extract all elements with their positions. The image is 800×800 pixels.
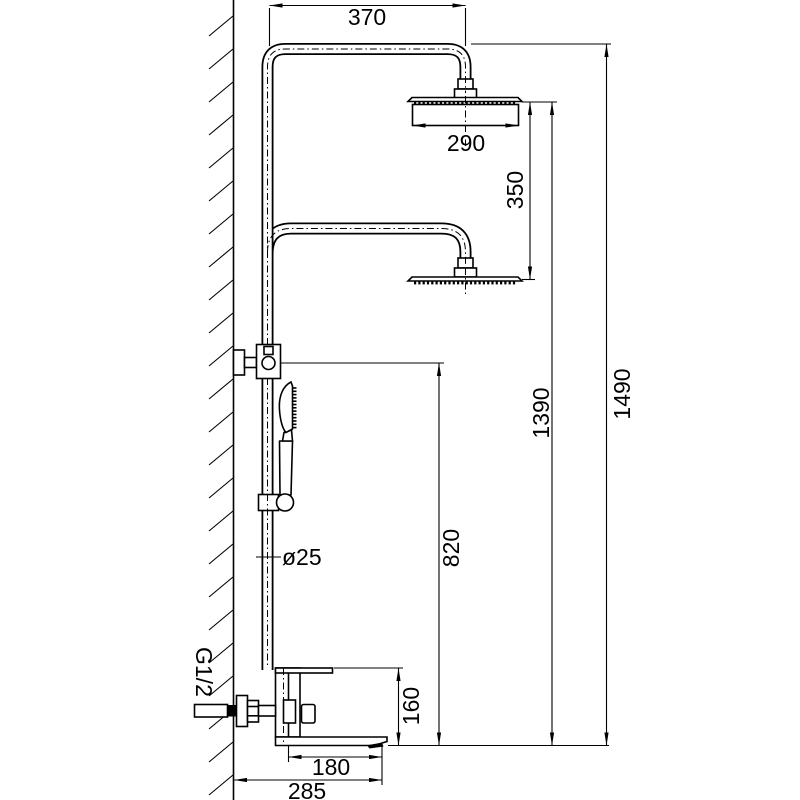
mixer-cartridge: [282, 699, 297, 724]
mixer-handle: [300, 703, 316, 724]
lower-shower-arm: [261, 222, 472, 260]
hand-shower-spray-face: [292, 387, 297, 429]
spout-aerator: [367, 742, 384, 749]
g12-wall-inlet: [193, 694, 277, 728]
dimension-label-160: 160: [398, 687, 424, 725]
dimension-290: 290: [412, 123, 519, 156]
dimension-pipe-diameter: ø25: [256, 544, 322, 570]
main-centerline: [267, 48, 466, 345]
dimension-label-diameter: ø25: [282, 544, 322, 570]
hand-shower-handle: [278, 440, 294, 496]
inlet-nipple: [193, 703, 229, 718]
slider-holder: [257, 493, 280, 512]
dimension-370: 370: [268, 3, 467, 46]
dimension-160: 160: [334, 667, 424, 746]
dimension-label-290: 290: [447, 130, 485, 156]
diverter-dial: [261, 355, 276, 371]
lower-head-nozzle-teeth: [414, 281, 516, 285]
tub-spout: [274, 736, 388, 747]
bracket-arm: [243, 356, 258, 369]
dimension-285: 285: [234, 777, 382, 800]
dimension-350: 350: [502, 101, 557, 281]
mixer-faucet: [193, 667, 388, 749]
slider-holder-knob: [275, 493, 295, 512]
dimension-820: 820: [281, 362, 464, 746]
bracket-wall-flange: [232, 349, 246, 376]
dimension-label-370: 370: [348, 4, 386, 30]
lower-arm-centerline: [267, 228, 466, 264]
inlet-seal: [227, 705, 238, 717]
dimension-label-180: 180: [312, 754, 350, 780]
dimension-label-1490: 1490: [609, 368, 635, 419]
dimension-label-1390: 1390: [528, 387, 554, 438]
dimension-label-285: 285: [288, 778, 326, 800]
inlet-escutcheon: [235, 694, 249, 728]
hand-shower: [257, 380, 297, 512]
upper-head-nozzle-teeth: [414, 101, 516, 105]
riser-column-and-upper-arm: [261, 43, 472, 670]
dimension-label-g12: G1/2: [191, 647, 217, 697]
inlet-pipe: [257, 704, 277, 717]
dimension-1490: 1490: [471, 43, 635, 746]
dimension-label-350: 350: [502, 171, 528, 209]
mixer-top-cap: [274, 667, 334, 674]
dimension-label-820: 820: [438, 529, 464, 567]
dimension-1390: 1390: [528, 102, 555, 746]
wall-bracket-diverter: [232, 343, 282, 380]
diverter-knob: [263, 345, 274, 356]
inlet-hex-nut: [246, 699, 260, 723]
hand-shower-head: [278, 380, 294, 434]
dimension-180: 180: [287, 746, 383, 785]
centerlines: [267, 48, 466, 742]
dimension-inlet-thread: G1/2: [191, 647, 217, 697]
